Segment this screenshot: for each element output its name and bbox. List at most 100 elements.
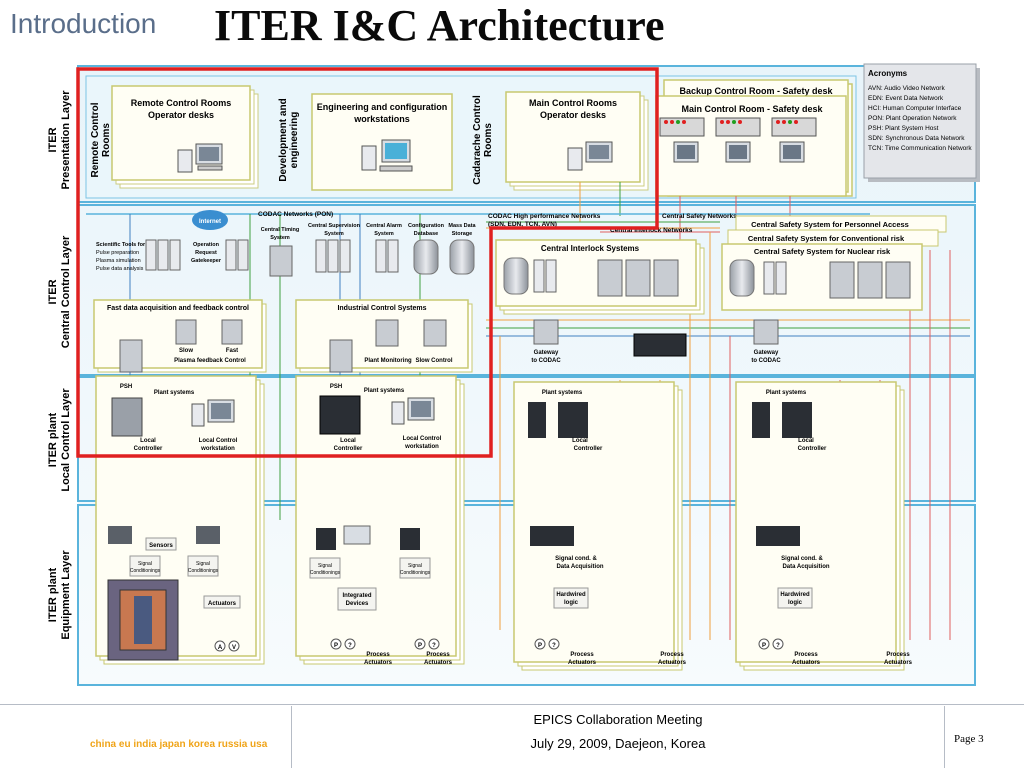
internet-label: Internet (199, 219, 221, 225)
layer-label-central-2: Central Control Layer (60, 235, 72, 348)
acronym-item: EDN: Event Data Network (868, 95, 944, 102)
op-request-line1: Operation (193, 242, 220, 248)
process-act-m-2: Actuators (364, 660, 393, 666)
acronym-item: AVN: Audio Video Network (868, 85, 945, 92)
process-act-m2-2: Actuators (424, 660, 453, 666)
slide-title: ITER I&C Architecture (214, 1, 665, 50)
acronyms-title: Acronyms (868, 69, 908, 78)
hardwired-r1-2: logic (564, 600, 579, 606)
interlock-systems-label: Central Interlock Systems (541, 244, 640, 253)
q-symbol: ? (432, 643, 436, 649)
hardwired-r1-1: Hardwired (556, 592, 586, 598)
layer-label-central-1: ITER (47, 279, 59, 304)
sci-tools-line2: Pulse preparation (96, 250, 139, 256)
remote-rooms-vertical-1: Remote Control (90, 102, 101, 177)
config-db-line1: Configuration (408, 223, 445, 229)
alarm-line1: Central Alarm (366, 223, 402, 229)
layer-label-presentation-1: ITER (47, 127, 59, 152)
plant-monitoring-label: Plant Monitoring (364, 358, 412, 364)
section-label: Introduction (10, 8, 157, 39)
p-symbol: P (762, 643, 766, 649)
hardwired-r2-1: Hardwired (780, 592, 810, 598)
local-controller-r1-1: Local (572, 438, 588, 444)
signal-cond-daq-r1-2: Data Acquisition (556, 564, 603, 570)
eng-config-line2: workstations (353, 114, 410, 124)
acronyms-box (863, 63, 977, 179)
signal-cond-m2-2: Conditionings (400, 570, 431, 576)
highlight-outline (76, 67, 659, 458)
process-act-r1b-1: Process (660, 652, 684, 658)
signal-cond-daq-r2-2: Data Acquisition (782, 564, 829, 570)
fast-label: Fast (226, 348, 238, 354)
op-request-line3: Gatekeeper (191, 258, 222, 264)
remote-desk-workstation (177, 143, 223, 173)
a-symbol: A (218, 645, 223, 651)
acronym-item: PSH: Plant System Host (868, 125, 939, 132)
iter-logo-text: iter (34, 733, 64, 754)
acronym-item: SDN: Synchronous Data Network (868, 135, 965, 142)
main-desks-line2: Operator desks (540, 110, 606, 120)
architecture-diagram: ITER Presentation Layer ITER Central Con… (47, 63, 980, 686)
cadarache-vertical-1: Cadarache Control (472, 95, 483, 185)
sensors-label: Sensors (149, 543, 173, 549)
main-desk-workstation (567, 141, 613, 171)
tokamak-illustration (107, 579, 179, 661)
plant-systems-r1: Plant systems (542, 390, 583, 396)
server-rack-group (145, 239, 399, 277)
layer-label-presentation-2: Presentation Layer (60, 90, 72, 190)
process-act-r1b-2: Actuators (658, 660, 687, 666)
plant-systems-mid: Plant systems (364, 388, 405, 394)
page-number: Page 3 (954, 733, 984, 745)
safety-desk-panels (659, 117, 817, 163)
local-controller-left-2: Controller (134, 446, 163, 452)
sci-tools-line3: Plasma simulation (96, 258, 141, 264)
sci-tools-line4: Pulse data analysis (96, 266, 144, 272)
signal-cond-m1-1: Signal (318, 563, 332, 569)
p-symbol: P (538, 643, 542, 649)
mass-storage-line1: Mass Data (448, 223, 476, 229)
slow-label: Slow (179, 348, 193, 354)
mass-storage-line2: Storage (452, 231, 472, 237)
supervision-line1: Central Supervision (308, 223, 361, 229)
layer-label-local-1: ITER plant (47, 412, 59, 467)
layer-label-equipment-1: ITER plant (47, 567, 59, 622)
interlock-cylinder (503, 257, 529, 295)
signal-cond-daq-r2-1: Signal cond. & (781, 556, 823, 562)
fast-daq-label: Fast data acquisition and feedback contr… (107, 305, 249, 312)
plc-rack-central (633, 333, 687, 357)
plasma-feedback-label: Plasma feedback Control (174, 358, 246, 364)
codac-hp-line1: CODAC High performance Networks (488, 213, 601, 220)
process-act-m2-1: Process (426, 652, 450, 658)
sci-tools-line1: Scientific Tools for: (96, 242, 147, 248)
process-act-m-1: Process (366, 652, 390, 658)
footer-divider-left (291, 706, 292, 768)
actuators-label: Actuators (208, 601, 237, 607)
p-symbol: P (334, 643, 338, 649)
dev-eng-vertical-2: engineering (289, 112, 300, 169)
main-desks-line1: Main Control Rooms (529, 98, 617, 108)
ics-label: Industrial Control Systems (337, 305, 426, 312)
q-symbol: ? (348, 643, 352, 649)
footer-meeting: EPICS Collaboration Meeting (533, 712, 703, 727)
timing-line1: Central Timing (261, 227, 299, 233)
local-ws-left-2: workstation (200, 446, 235, 452)
member-countries: china eu india japan korea russia usa (90, 739, 268, 750)
signal-cond-daq-r1-1: Signal cond. & (555, 556, 597, 562)
codac-hp-line2: (SDN, EDN, TCN, AVN) (488, 221, 557, 228)
personnel-safety-label: Central Safety System for Personnel Acce… (751, 220, 909, 229)
sensors-box (145, 537, 177, 551)
backup-room-label: Backup Control Room - Safety desk (679, 86, 833, 96)
codac-networks-label: CODAC Networks (PON) (258, 211, 333, 218)
integrated-1: Integrated (342, 593, 371, 599)
signal-cond-l1-1: Signal (138, 561, 152, 567)
gateway-left-line1: Gateway (534, 350, 559, 356)
local-controller-r2-2: Controller (798, 446, 827, 452)
local-controller-mid-1: Local (340, 438, 356, 444)
psh-mid: PSH (330, 384, 342, 390)
layer-label-equipment-2: Equipment Layer (60, 550, 72, 640)
signal-cond-m1-2: Conditionings (310, 570, 341, 576)
integrated-2: Devices (346, 601, 369, 607)
local-controller-mid-device (319, 395, 361, 435)
internet-cloud: Internet (192, 210, 228, 230)
conventional-safety-label: Central Safety System for Conventional r… (748, 234, 905, 243)
